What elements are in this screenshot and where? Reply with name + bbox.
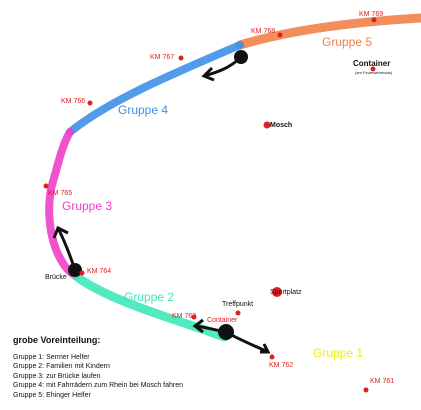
arrow-bottom-right-head bbox=[260, 343, 271, 354]
place-label-bruecke: Brücke bbox=[45, 274, 67, 281]
km-label-764: KM 764 bbox=[87, 268, 112, 275]
km-label-765: KM 765 bbox=[48, 190, 73, 197]
arrow-top-head bbox=[201, 66, 215, 82]
place-dot-treffpunkt bbox=[235, 310, 241, 316]
km-dot-763 bbox=[191, 314, 197, 320]
place-label-sportplatz: Sportplatz bbox=[270, 289, 302, 296]
km-label-761: KM 761 bbox=[370, 378, 395, 385]
legend-item-5: Gruppe 5: Ehinger Helfer bbox=[13, 391, 91, 399]
km-label-763: KM 763 bbox=[172, 313, 197, 320]
km-label-769: KM 769 bbox=[359, 11, 384, 18]
km-dot-769 bbox=[371, 17, 377, 23]
group-label-4: Gruppe 4 bbox=[118, 103, 169, 117]
legend-title: grobe Voreinteilung: bbox=[13, 335, 101, 345]
arrow-bottom-left-head bbox=[192, 318, 204, 334]
km-dot-768 bbox=[277, 32, 283, 38]
place-dot-container-top bbox=[370, 66, 376, 72]
km-dot-767 bbox=[178, 55, 184, 61]
km-dot-761 bbox=[363, 387, 369, 393]
legend-item-1: Gruppe 1: Sermer Helfer bbox=[13, 354, 90, 361]
km-label-762: KM 762 bbox=[269, 362, 294, 369]
place-dot-sportplatz bbox=[272, 287, 282, 297]
group-label-3: Gruppe 3 bbox=[62, 199, 113, 213]
arrow-top bbox=[203, 55, 243, 78]
route-group-5 bbox=[235, 13, 421, 50]
km-dot-766 bbox=[87, 100, 93, 106]
arrow-bottom-right bbox=[225, 330, 269, 354]
arrow-bruecke bbox=[56, 227, 77, 271]
place-label-treffpunkt: Treffpunkt bbox=[222, 301, 254, 308]
km-label-766: KM 766 bbox=[61, 98, 86, 105]
km-label-768: KM 768 bbox=[251, 28, 276, 35]
arrow-bruecke-head bbox=[52, 225, 69, 239]
km-dot-762 bbox=[269, 354, 275, 360]
km-dot-764 bbox=[79, 270, 85, 276]
legend: grobe Voreinteilung: Gruppe 1: Sermer He… bbox=[13, 335, 183, 400]
legend-item-3: Gruppe 3: zur Brücke laufen bbox=[13, 372, 101, 380]
group-label-1: Gruppe 1 bbox=[313, 346, 364, 360]
place-label-container-bottom: Container bbox=[207, 317, 238, 324]
place-label-mosch: Mosch bbox=[270, 122, 293, 129]
legend-item-4: Gruppe 4: mit Fahrrädern zum Rhein bei M… bbox=[13, 382, 184, 390]
route-group-4 bbox=[66, 41, 244, 136]
legend-item-2: Gruppe 2: Familien mit Kindern bbox=[13, 363, 110, 371]
group-label-5: Gruppe 5 bbox=[322, 35, 373, 49]
place-label-container-top: Container bbox=[353, 59, 391, 68]
place-dot-mosch bbox=[263, 121, 271, 129]
km-dot-765 bbox=[43, 183, 49, 189]
place-label-container-top-sub: (am Feuerwehrhaus) bbox=[355, 70, 393, 75]
group-label-2: Gruppe 2 bbox=[124, 290, 175, 304]
km-label-767: KM 767 bbox=[150, 54, 175, 61]
